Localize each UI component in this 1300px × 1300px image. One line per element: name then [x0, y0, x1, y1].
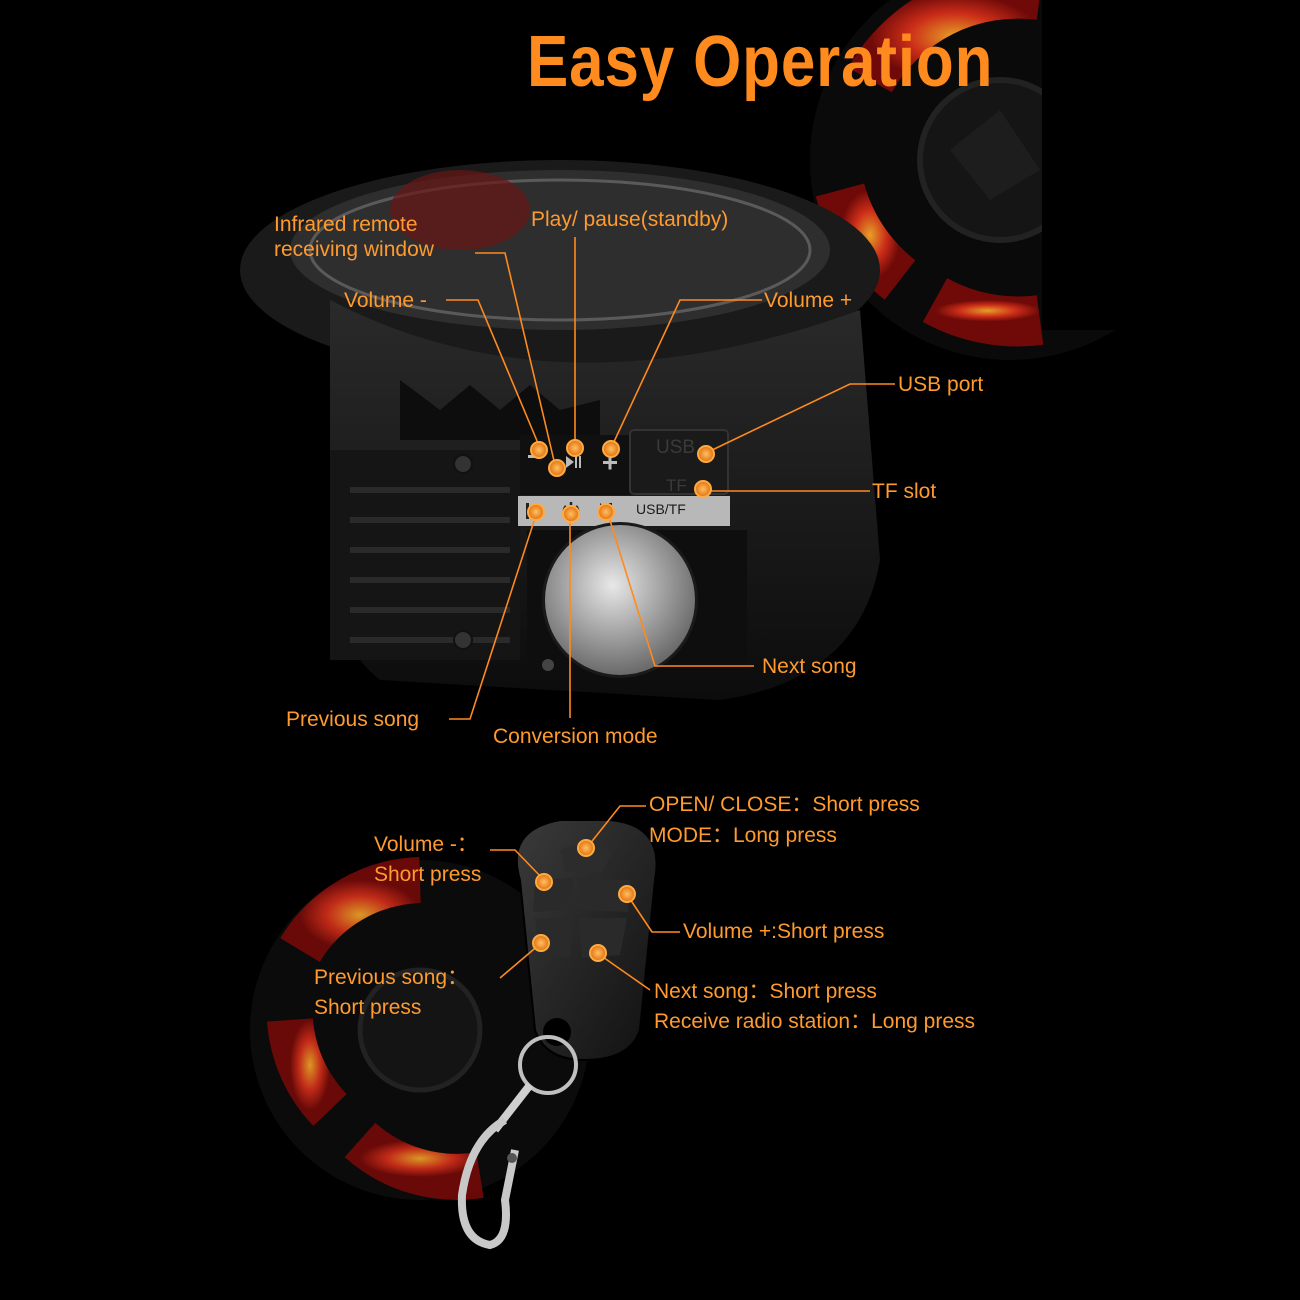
label-remote-radio: Receive radio station：Long press [654, 1010, 976, 1033]
page-title: Easy Operation [527, 22, 994, 102]
keychain-icon [457, 1035, 578, 1250]
label-conversion-mode: Conversion mode [493, 725, 658, 748]
remote-leader-lines [490, 805, 680, 991]
label-infrared-line2: receiving window [274, 238, 434, 261]
play-pause-icon [566, 456, 581, 468]
label-play-pause: Play/ pause(standby) [531, 208, 729, 231]
label-volume-plus: Volume + [764, 289, 853, 312]
label-volume-minus: Volume - [344, 289, 427, 312]
label-tf-slot: TF slot [872, 480, 937, 503]
remote-callout-dots [532, 839, 636, 962]
label-remote-previous-press: Short press [314, 996, 422, 1019]
label-remote-volume-minus-press: Short press [374, 863, 482, 886]
plus-icon [603, 455, 617, 470]
usb-tf-panel-label: USB/TF [636, 501, 686, 517]
label-previous-song: Previous song [286, 708, 420, 731]
speaker-leader-lines [446, 237, 895, 720]
tf-slot-print: TF [666, 476, 687, 495]
label-remote-next-song: Next song：Short press [654, 980, 877, 1003]
speaker-body [240, 160, 880, 700]
label-open-close: OPEN/ CLOSE：Short press [649, 793, 920, 816]
label-remote-volume-plus: Volume +:Short press [683, 920, 885, 943]
wheel-top-right [810, 0, 1300, 360]
label-remote-previous: Previous song： [314, 966, 469, 989]
label-mode: MODE：Long press [649, 824, 837, 847]
label-remote-volume-minus: Volume -： [374, 833, 478, 856]
usb-slot-print: USB [656, 437, 696, 458]
label-infrared-line1: Infrared remote [274, 213, 418, 236]
label-next-song: Next song [762, 655, 857, 678]
label-usb-port: USB port [898, 373, 984, 396]
speaker-callout-dots [527, 439, 715, 523]
